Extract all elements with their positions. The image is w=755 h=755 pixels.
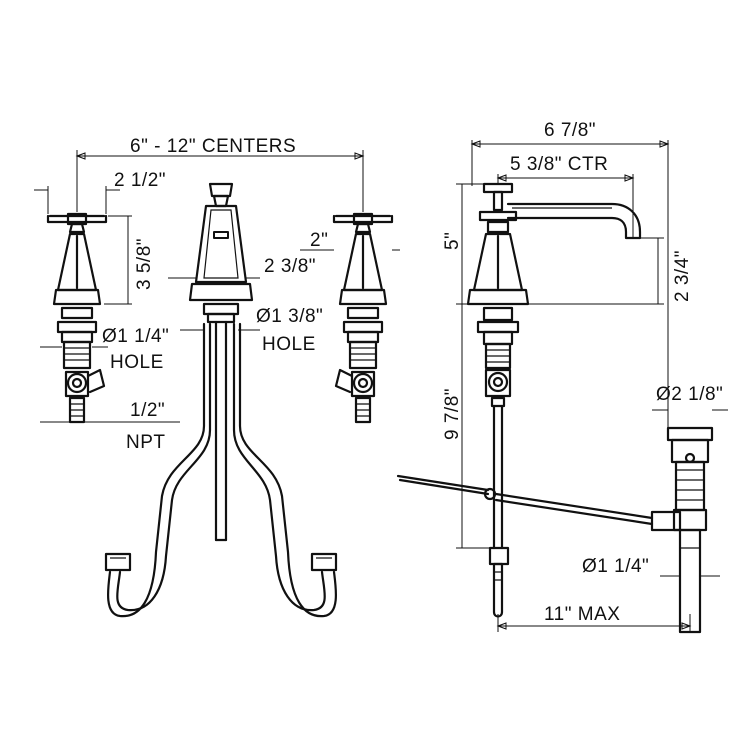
label-handle-height: 3 5/8" bbox=[134, 238, 155, 290]
label-spout-base-offset: 2 3/8" bbox=[264, 256, 316, 277]
side-dimensions bbox=[456, 140, 728, 632]
label-shank-length: 9 7/8" bbox=[442, 388, 463, 440]
label-handle-hole-word: HOLE bbox=[110, 352, 164, 373]
label-max-reach: 11" MAX bbox=[544, 604, 620, 625]
label-spout-height: 5" bbox=[442, 232, 463, 250]
label-drain-top-dia: Ø2 1/8" bbox=[656, 384, 723, 405]
label-npt-size: 1/2" bbox=[130, 400, 165, 421]
label-right-handle-offset: 2" bbox=[310, 230, 328, 251]
label-spout-hole-word: HOLE bbox=[262, 334, 316, 355]
label-overall-depth: 6 7/8" bbox=[544, 120, 596, 141]
left-handle-valve bbox=[46, 212, 108, 424]
label-handle-hole-dia: Ø1 1/4" bbox=[102, 326, 169, 347]
front-dimensions bbox=[34, 150, 400, 423]
label-npt-word: NPT bbox=[126, 432, 166, 453]
label-spout-hole-dia: Ø1 3/8" bbox=[256, 306, 323, 327]
label-handle-offset: 2 1/2" bbox=[114, 170, 166, 191]
drain-assembly bbox=[650, 426, 714, 634]
label-spout-clearance: 2 3/4" bbox=[672, 250, 693, 302]
label-ctr-reach: 5 3/8" CTR bbox=[510, 154, 608, 175]
right-handle-valve bbox=[332, 212, 394, 424]
label-centers: 6" - 12" CENTERS bbox=[130, 136, 296, 157]
side-view-faucet bbox=[396, 182, 654, 618]
label-drain-tail-dia: Ø1 1/4" bbox=[582, 556, 649, 577]
center-spout bbox=[104, 182, 338, 618]
